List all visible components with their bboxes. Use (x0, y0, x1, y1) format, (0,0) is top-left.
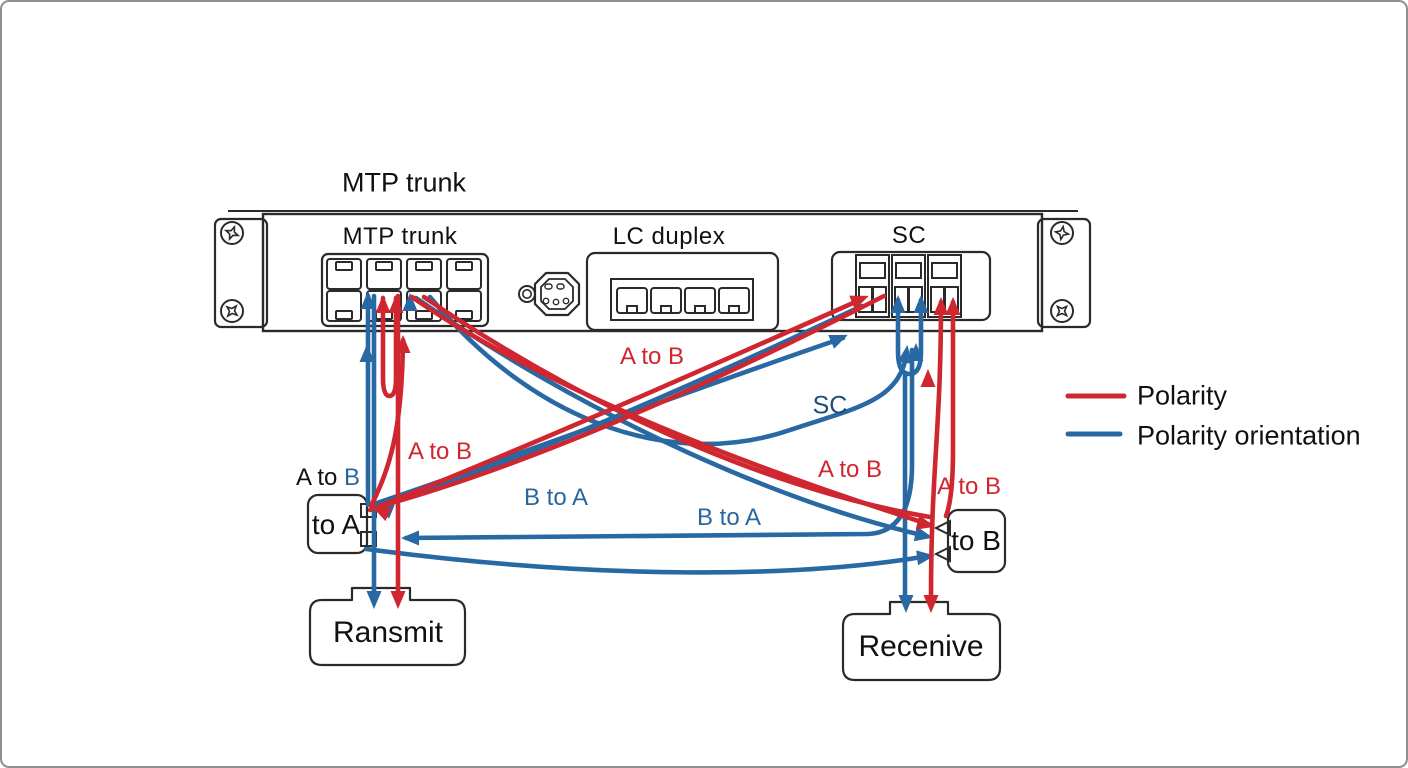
orientation-arrow-sc-curve (427, 294, 910, 447)
mtp-port-group (320, 252, 490, 328)
receive-box-label: Recenive (858, 630, 984, 663)
screw-icon (1050, 299, 1074, 323)
panel-section-label-sc: SC (891, 222, 927, 249)
orientation-arrow (363, 546, 931, 575)
legend-label-polarity-orientation: Polarity orientation (1137, 420, 1361, 451)
to-a-box-label: to A (311, 509, 361, 540)
flow-label-b-to-a-upper: B to A (523, 484, 589, 511)
polarity-arrows (367, 293, 956, 599)
to-b-box-label: to B (951, 525, 1001, 556)
polarity-arrow (421, 294, 933, 520)
flow-label-a-to-b-right: A to B (817, 456, 883, 483)
screw-icon (220, 221, 244, 245)
transmit-box (308, 586, 467, 667)
din-connector-icon (518, 271, 581, 317)
polarity-arrow (943, 299, 956, 519)
flow-label-a-to-b-toa: A to B (296, 466, 360, 490)
flow-label-a-to-b-left: A to B (407, 438, 473, 465)
transmit-box-label: Ransmit (332, 616, 444, 649)
sc-port-group (830, 250, 992, 322)
to-b-box (933, 508, 1007, 574)
polarity-arrowheads (372, 295, 961, 613)
polarity-arrow (368, 337, 406, 509)
panel-section-label-lc: LC duplex (612, 223, 726, 250)
to-b-stub-bottom (933, 545, 951, 563)
diagram-title: MTP trunk (341, 167, 467, 198)
polarity-arrow (928, 299, 944, 599)
legend-label-polarity: Polarity (1137, 380, 1228, 411)
flow-label-a-to-prefix: A to (295, 464, 345, 491)
flow-label-b-suffix: B (344, 464, 361, 491)
to-b-stub-top (933, 519, 951, 537)
lc-port-group (585, 251, 780, 332)
panel-left-ear (213, 217, 269, 329)
flow-label-sc: SC (812, 391, 848, 420)
polarity-arrow-hairpin (380, 295, 399, 399)
flow-label-a-to-b-top: A to B (619, 343, 685, 370)
panel-right-ear (1036, 217, 1092, 329)
screw-icon (220, 299, 244, 323)
screw-icon (1050, 221, 1074, 245)
legend (1065, 393, 1127, 437)
polarity-arrow (367, 296, 865, 513)
polarity-arrow (374, 293, 887, 510)
patch-panel (213, 210, 1092, 333)
receive-box (841, 600, 1002, 682)
panel-section-label-mtp: MTP trunk (342, 223, 458, 250)
flow-label-b-to-a-lower: B to A (696, 504, 762, 531)
flow-label-a-to-b-near-to-b: A to B (936, 473, 1002, 500)
